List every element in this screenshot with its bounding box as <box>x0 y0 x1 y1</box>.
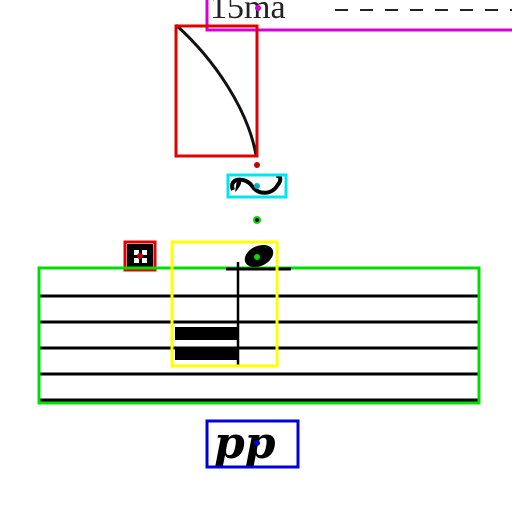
staccato[interactable] <box>253 216 261 224</box>
accidental-anchor <box>137 253 143 259</box>
staff <box>37 266 481 405</box>
staccato-center <box>255 218 259 222</box>
slur-bbox <box>174 24 259 158</box>
ottava-anchor <box>255 5 261 11</box>
beam-icon <box>175 327 238 340</box>
double-sharp-gap-3 <box>134 258 139 263</box>
note-anchor <box>254 254 260 260</box>
dynamic-label: pp <box>214 418 276 469</box>
double-sharp-gap-2 <box>142 250 147 255</box>
double-sharp-gap-1 <box>134 250 139 255</box>
beam-secondary <box>175 347 238 360</box>
dynamic-bbox <box>205 419 300 469</box>
turn-ornament-icon <box>230 173 283 195</box>
ottava-bbox <box>205 0 512 32</box>
note-group[interactable] <box>170 240 291 368</box>
dynamic-marking[interactable]: pp <box>205 418 300 469</box>
accidental[interactable] <box>123 240 157 272</box>
slur-anchor <box>254 162 260 168</box>
note-bbox <box>170 240 279 368</box>
slur-arc-icon <box>174 23 258 156</box>
turn-bbox <box>226 173 288 199</box>
turn-curl <box>235 179 242 192</box>
accidental-bbox <box>123 240 157 272</box>
slur[interactable] <box>174 23 260 168</box>
ottava-label: 15ma <box>210 0 286 26</box>
staff-bbox <box>37 266 481 405</box>
ottava-marking[interactable]: 15ma <box>205 0 512 32</box>
turn-ornament[interactable] <box>226 173 288 199</box>
dynamic-anchor <box>254 440 260 446</box>
double-sharp-gap-4 <box>142 258 147 263</box>
turn-anchor <box>254 183 260 189</box>
